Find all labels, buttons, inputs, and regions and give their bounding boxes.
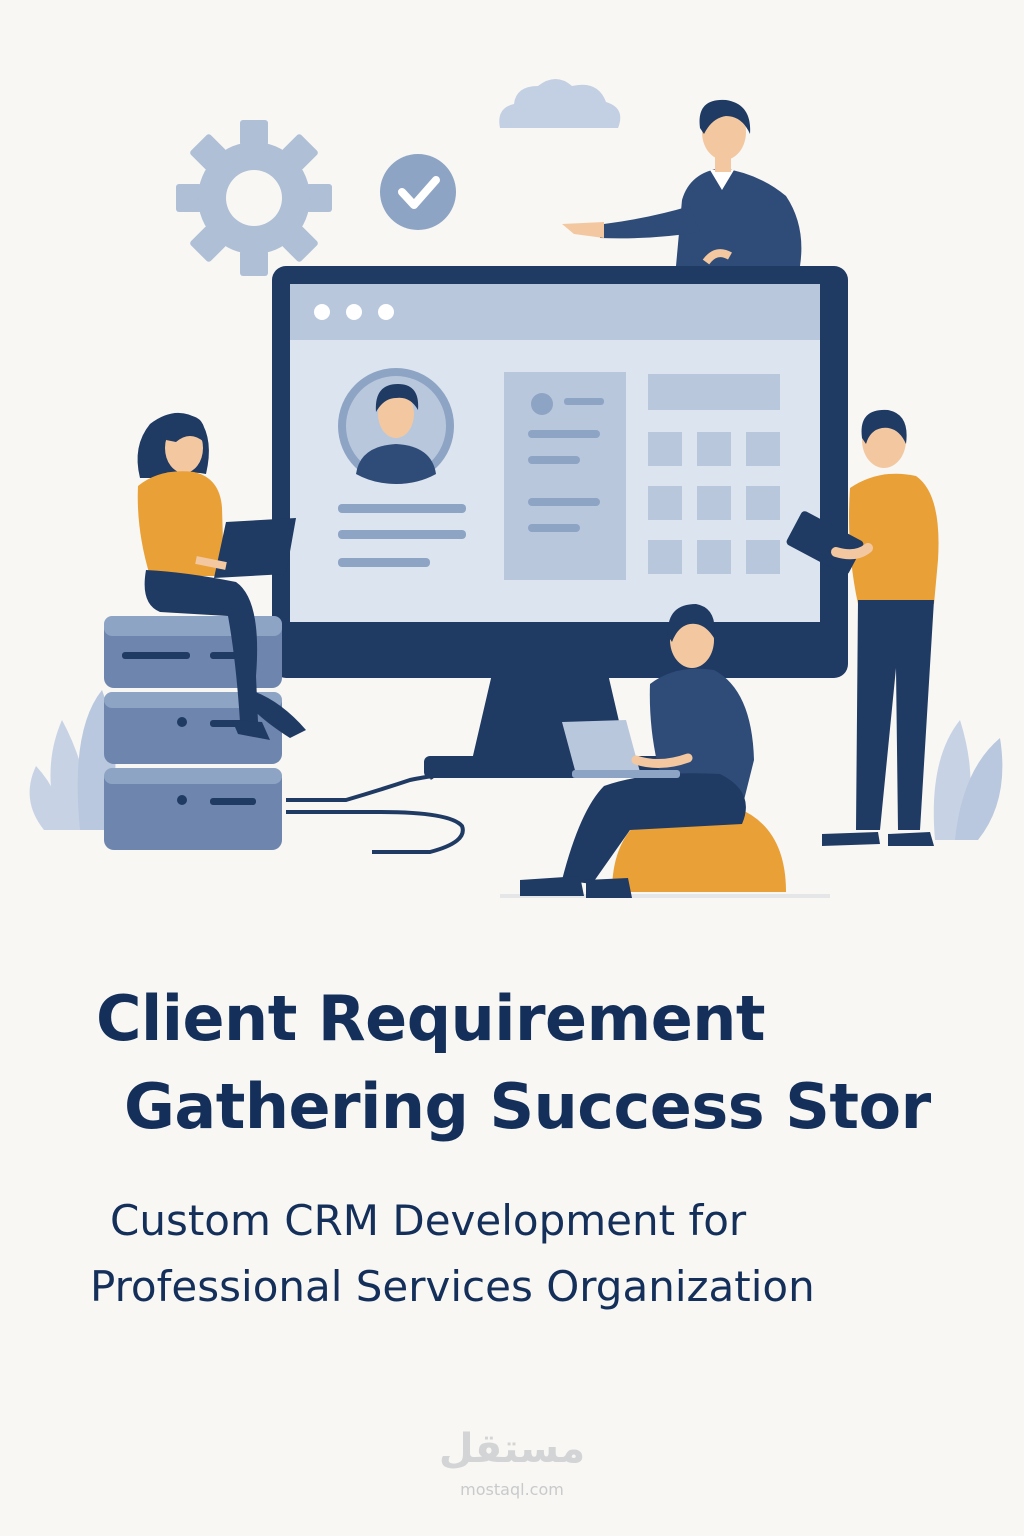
plant-icon — [933, 720, 1003, 840]
page-title-line-1: Client Requirement — [96, 982, 766, 1055]
subtitle-line-2: Professional Services Organization — [90, 1262, 815, 1311]
watermark-logo: مستقل — [438, 1426, 586, 1472]
person-woman-laptop — [137, 412, 306, 740]
user-avatar-icon — [338, 368, 454, 484]
tablet-icon — [786, 511, 864, 575]
plant-icon — [29, 690, 116, 830]
browser-bar — [290, 284, 820, 340]
gear-icon — [176, 120, 332, 276]
person-seated-laptop — [520, 604, 754, 898]
checkmark-badge-icon — [380, 154, 456, 230]
cloud-icon — [499, 79, 621, 128]
dashboard-grid — [648, 432, 780, 574]
page-title-line-2: Gathering Success Stor — [124, 1070, 931, 1143]
person-man-tablet — [786, 409, 939, 846]
monitor — [272, 266, 848, 678]
subtitle-line-1: Custom CRM Development for — [110, 1196, 747, 1245]
watermark-url: mostaql.com — [460, 1480, 564, 1499]
form-panel — [504, 372, 626, 580]
hero-illustration — [29, 79, 1003, 898]
person-presenter — [562, 99, 802, 266]
laptop-icon — [562, 720, 680, 778]
